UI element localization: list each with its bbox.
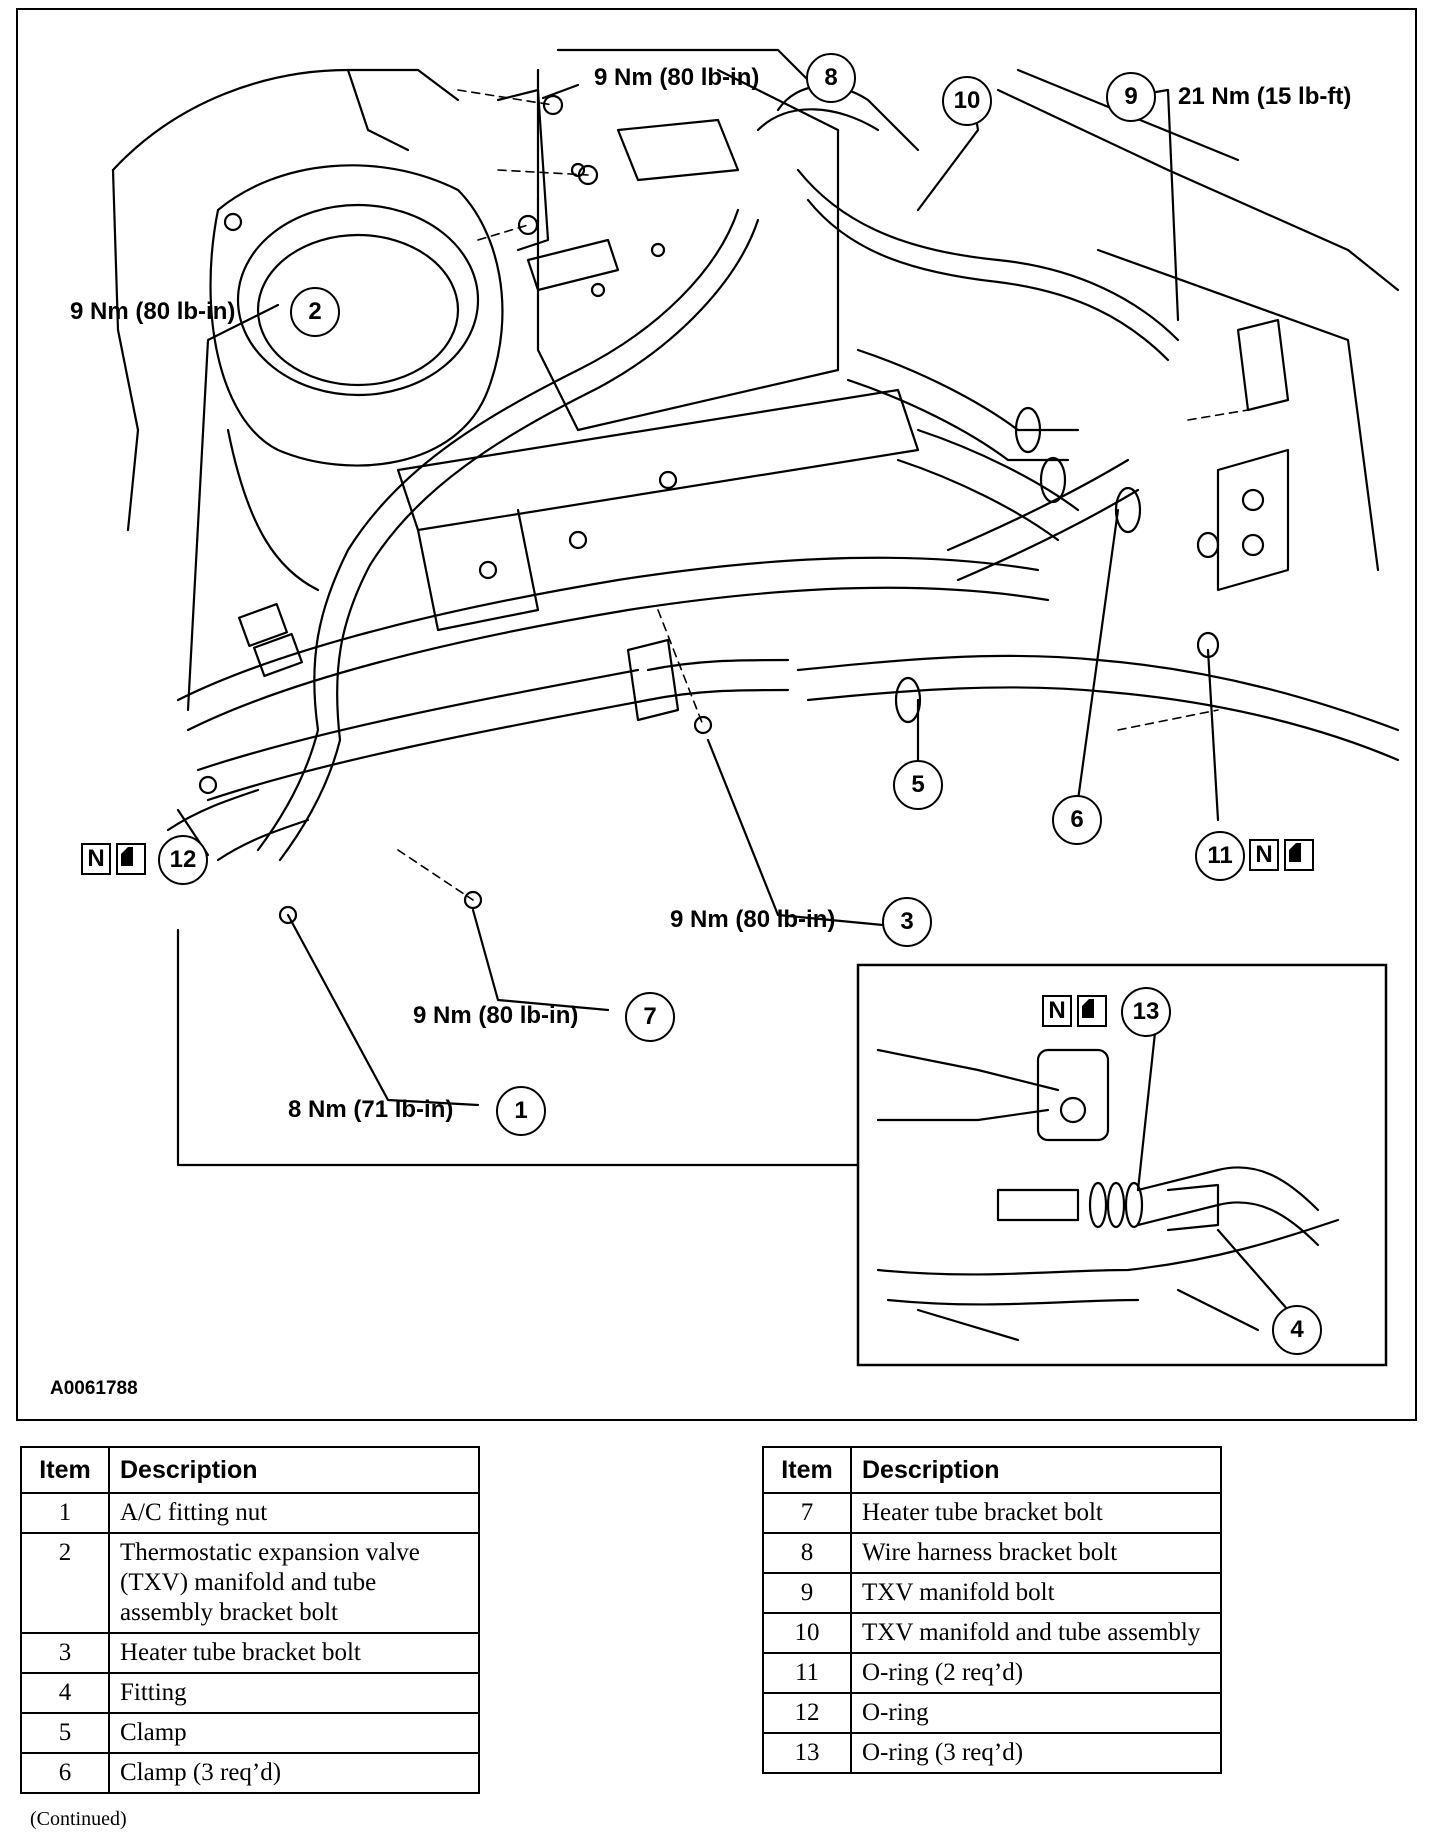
item-description: Wire harness bracket bolt xyxy=(850,1532,1222,1574)
torque-spec-3: 9 Nm (80 lb-in) xyxy=(670,906,836,933)
item-number: 8 xyxy=(762,1532,852,1574)
callout-9: 9 xyxy=(1106,72,1156,122)
item-number: 5 xyxy=(20,1712,110,1754)
callout-5: 5 xyxy=(893,760,943,810)
callout-10: 10 xyxy=(942,76,992,126)
item-number: 2 xyxy=(20,1532,110,1634)
callout-7: 7 xyxy=(625,992,675,1042)
item-number: 7 xyxy=(762,1492,852,1534)
item-number: 1 xyxy=(20,1492,110,1534)
legend-header-row: Item Description xyxy=(762,1446,1222,1494)
legend-header-row: Item Description xyxy=(20,1446,480,1494)
callout-1: 1 xyxy=(496,1086,546,1136)
exploded-view-figure: 9 Nm (80 lb-in) 8 9 21 Nm (15 lb-ft) 9 N… xyxy=(16,8,1417,1421)
torque-spec-9: 21 Nm (15 lb-ft) xyxy=(1178,83,1352,110)
lubricate-icon xyxy=(1077,995,1107,1027)
new-part-icon: N xyxy=(1042,995,1072,1027)
header-item: Item xyxy=(762,1446,852,1494)
item-description: Heater tube bracket bolt xyxy=(850,1492,1222,1534)
item-description: A/C fitting nut xyxy=(108,1492,480,1534)
item-description: O-ring (2 req’d) xyxy=(850,1652,1222,1694)
new-part-icon: N xyxy=(81,843,111,875)
item-description: TXV manifold bolt xyxy=(850,1572,1222,1614)
item-description: O-ring (3 req’d) xyxy=(850,1732,1222,1774)
item-number: 9 xyxy=(762,1572,852,1614)
new-part-icon: N xyxy=(1249,839,1279,871)
torque-spec-8: 9 Nm (80 lb-in) xyxy=(594,64,760,91)
callout-12: 12 xyxy=(158,835,208,885)
torque-spec-1: 8 Nm (71 lb-in) xyxy=(288,1096,454,1123)
header-description: Description xyxy=(850,1446,1222,1494)
figure-id: A0061788 xyxy=(50,1378,138,1399)
item-description: Heater tube bracket bolt xyxy=(108,1632,480,1674)
callout-6: 6 xyxy=(1052,795,1102,845)
item-number: 12 xyxy=(762,1692,852,1734)
item-description: Fitting xyxy=(108,1672,480,1714)
item-description: O-ring xyxy=(850,1692,1222,1734)
callout-3: 3 xyxy=(882,897,932,947)
lubricate-icon xyxy=(1284,839,1314,871)
callout-2: 2 xyxy=(290,287,340,337)
callout-4: 4 xyxy=(1272,1305,1322,1355)
engine-compartment-illustration xyxy=(111,48,1400,1367)
item-number: 3 xyxy=(20,1632,110,1674)
lubricate-icon xyxy=(116,843,146,875)
torque-spec-2: 9 Nm (80 lb-in) xyxy=(70,298,236,325)
item-number: 11 xyxy=(762,1652,852,1694)
continued-note: (Continued) xyxy=(30,1808,127,1830)
item-description: TXV manifold and tube assembly xyxy=(850,1612,1222,1654)
torque-spec-7: 9 Nm (80 lb-in) xyxy=(413,1002,579,1029)
header-description: Description xyxy=(108,1446,480,1494)
callout-11: 11 xyxy=(1195,831,1245,881)
item-description: Clamp xyxy=(108,1712,480,1754)
callout-8: 8 xyxy=(806,53,856,103)
item-number: 10 xyxy=(762,1612,852,1654)
header-item: Item xyxy=(20,1446,110,1494)
item-description: Thermostatic expansion valve (TXV) manif… xyxy=(108,1532,480,1634)
item-number: 6 xyxy=(20,1752,110,1794)
item-number: 4 xyxy=(20,1672,110,1714)
callout-13: 13 xyxy=(1121,987,1171,1037)
item-description: Clamp (3 req’d) xyxy=(108,1752,480,1794)
item-number: 13 xyxy=(762,1732,852,1774)
